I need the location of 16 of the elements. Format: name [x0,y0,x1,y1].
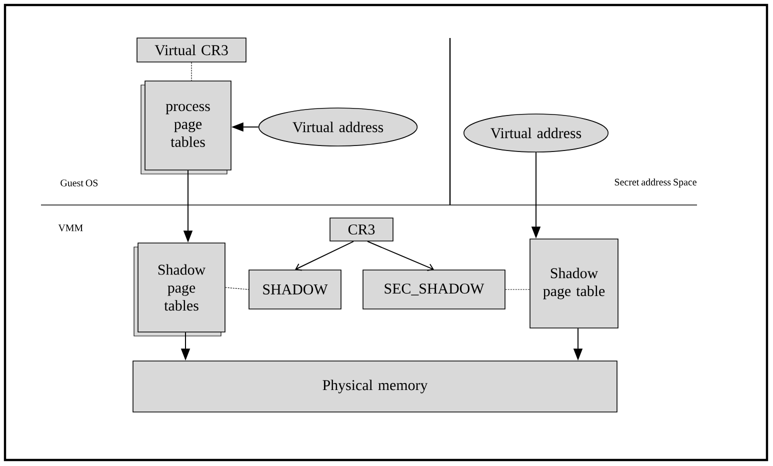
page-table-stack: Shadow page tables [134,242,226,336]
connector-line [191,62,192,81]
connector-line [505,289,530,290]
region-label: VMM [58,224,83,232]
region-label: Secret address Space [614,178,696,188]
register-box: CR3 [330,218,394,242]
page-table-box: Shadow page table [530,238,618,328]
register-box: SHADOW [248,270,342,310]
region-label: Guest OS [60,180,98,186]
connector-line [225,287,249,290]
register-box: Virtual CR3 [136,38,246,62]
arrow [367,240,434,272]
memory-box: Physical memory [132,360,618,412]
arrow [295,240,354,271]
page-table-stack: process page tables [140,80,232,174]
register-box: SEC_SHADOW [362,270,506,310]
